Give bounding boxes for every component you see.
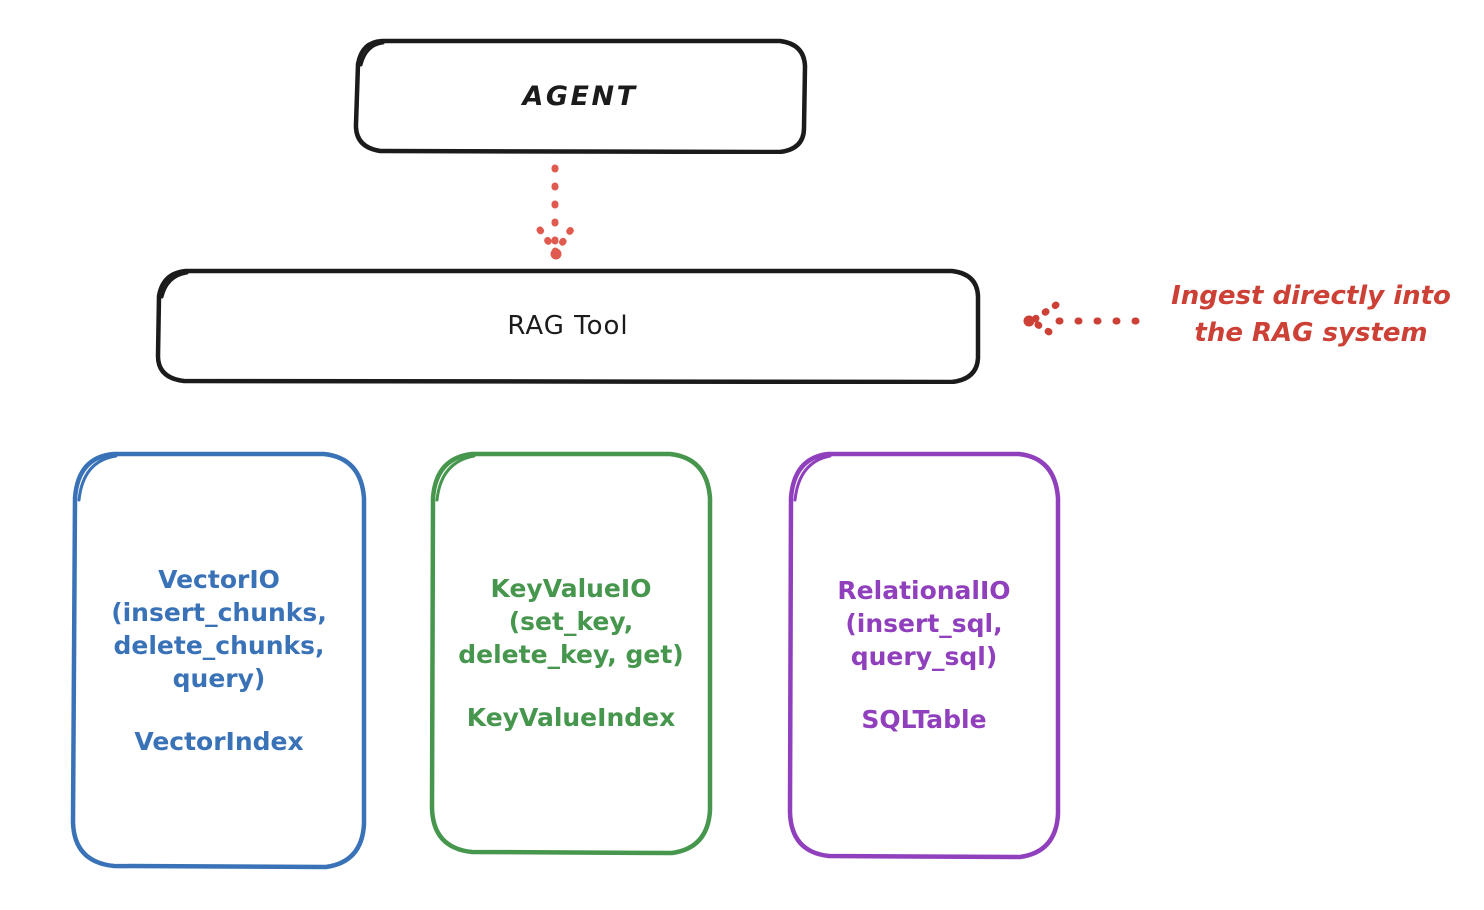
connector-agent-to-rag-tool: [536, 164, 576, 260]
agent-label: AGENT: [522, 80, 638, 112]
node-rag-tool[interactable]: RAG Tool: [154, 268, 982, 384]
connector-ingest-to-rag-tool: [1023, 301, 1140, 341]
relational-io-secondary-label: SQLTable: [861, 705, 987, 734]
node-agent[interactable]: AGENT: [352, 38, 808, 154]
vector-io-secondary-label: VectorIndex: [134, 726, 304, 756]
key-value-io-label: KeyValueIO (set_key, delete_key, get): [458, 574, 684, 669]
node-vector-io[interactable]: VectorIO (insert_chunks, delete_chunks, …: [70, 450, 368, 870]
node-key-value-io[interactable]: KeyValueIO (set_key, delete_key, get) Ke…: [428, 450, 714, 856]
annotation-ingest-directly: Ingest directly into the RAG system: [1171, 281, 1451, 348]
key-value-io-secondary-label: KeyValueIndex: [466, 703, 676, 732]
relational-io-label: RelationalIO (insert_sql, query_sql): [837, 576, 1011, 671]
rag-tool-label: RAG Tool: [507, 311, 629, 341]
vector-io-label: VectorIO (insert_chunks, delete_chunks, …: [111, 564, 327, 693]
node-relational-io[interactable]: RelationalIO (insert_sql, query_sql) SQL…: [786, 450, 1062, 860]
